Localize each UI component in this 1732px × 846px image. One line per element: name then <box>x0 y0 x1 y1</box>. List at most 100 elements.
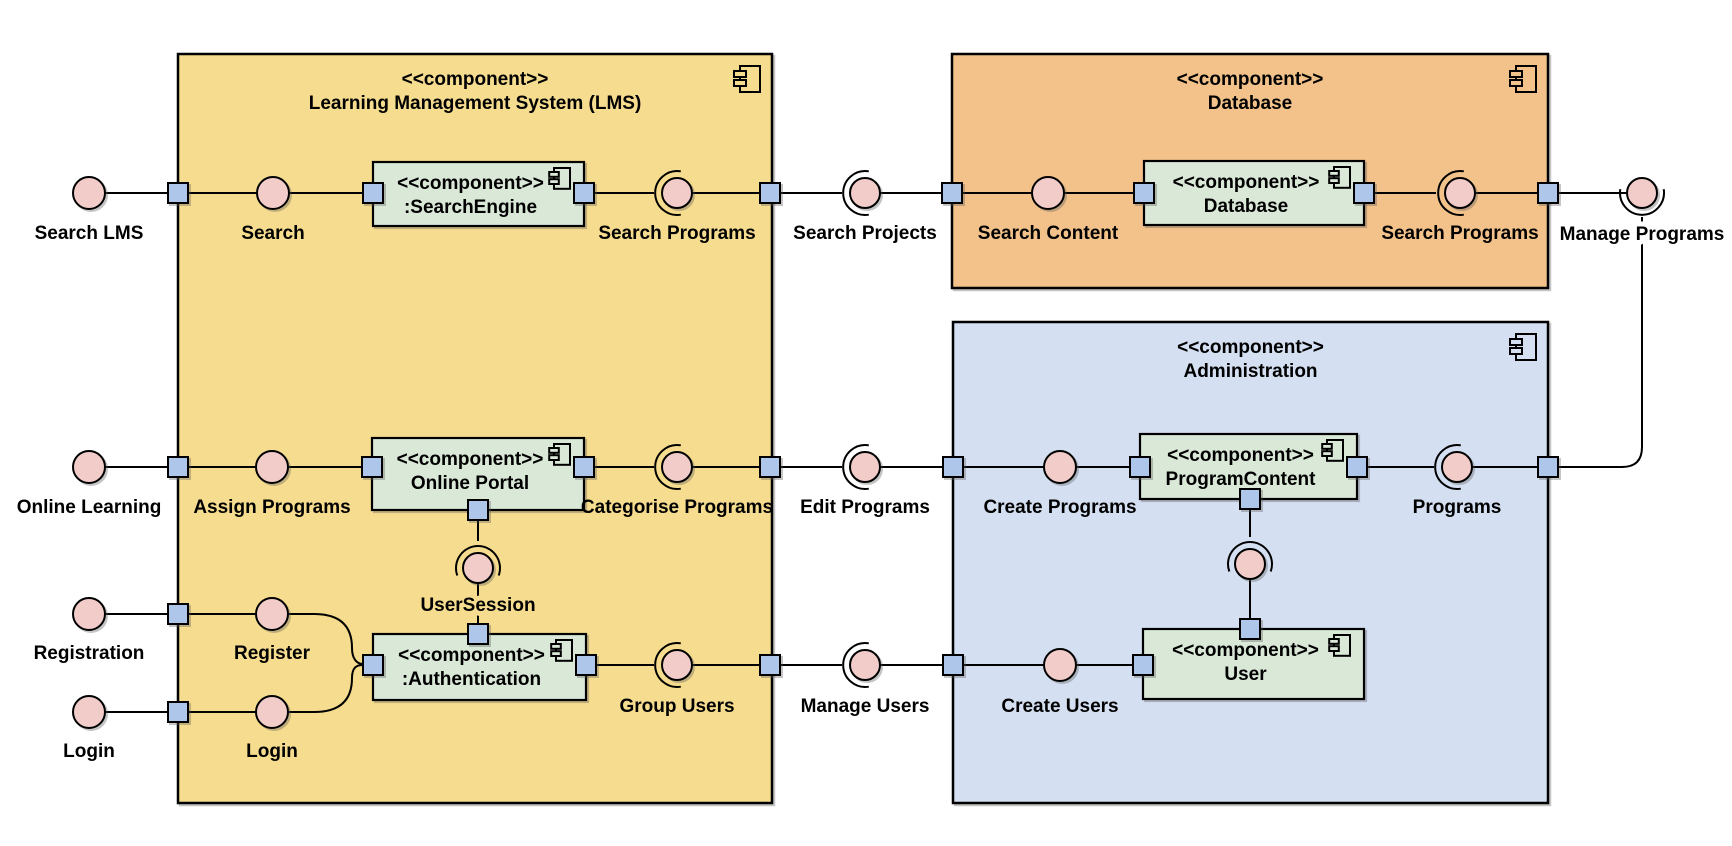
label-search-projects: Search Projects <box>793 223 937 244</box>
container-lms-stereotype: <<component>> <box>402 69 549 90</box>
component-search-engine: <<component>>:SearchEngine <box>371 160 586 228</box>
container-administration-stereotype: <<component>> <box>1177 337 1324 358</box>
port-database-component-right <box>1353 182 1375 204</box>
label-programs: Programs <box>1413 497 1502 518</box>
component-icon <box>548 167 571 190</box>
component-program-content-stereotype: <<component>> <box>1167 445 1314 466</box>
provided-interface-ball-icon <box>72 695 106 729</box>
required-interface-socket-icon <box>842 170 869 216</box>
component-icon <box>548 443 571 466</box>
interface-online-learning: Online Learning <box>17 450 162 518</box>
required-interface-socket-icon <box>1227 541 1273 572</box>
interface-create-users: Create Users <box>1001 648 1119 717</box>
label-search: Search <box>241 223 304 244</box>
required-interface-socket-icon <box>654 444 681 490</box>
interface-search-lms: Search LMS <box>35 176 144 244</box>
interface-program-user-interface <box>1227 541 1273 580</box>
provided-interface-ball-icon <box>1043 648 1077 682</box>
provided-interface-ball-icon <box>849 451 881 483</box>
required-interface-socket-icon <box>455 545 501 576</box>
required-interface-socket-icon <box>1619 189 1665 216</box>
container-administration-name: Administration <box>1183 361 1317 382</box>
components-layer: <<component>>:SearchEngine<<component>>O… <box>370 159 1366 702</box>
provided-interface-ball-icon <box>72 176 106 210</box>
port-online-portal-right <box>573 456 595 478</box>
provided-interface-ball-icon <box>661 451 693 483</box>
interface-search: Search <box>241 176 305 244</box>
component-online-portal: <<component>>Online Portal <box>370 436 586 512</box>
container-database-stereotype: <<component>> <box>1177 69 1324 90</box>
port-administration-right <box>1537 456 1559 478</box>
port-authentication-top <box>467 623 489 645</box>
provided-interface-ball-icon <box>255 695 289 729</box>
provided-interface-ball-icon <box>256 176 290 210</box>
connector <box>288 613 364 665</box>
label-search-lms: Search LMS <box>35 223 144 244</box>
port-search-engine-left <box>362 182 384 204</box>
port-online-portal-bottom <box>467 499 489 521</box>
component-icon <box>550 639 573 662</box>
component-user: <<component>>User <box>1141 627 1366 701</box>
interface-create-programs: Create Programs <box>983 450 1137 518</box>
port-user-top <box>1239 618 1261 640</box>
interface-registration: Registration <box>34 597 145 664</box>
port-administration-left-programs <box>942 456 964 478</box>
component-online-portal-name: Online Portal <box>411 473 529 494</box>
label-edit-programs: Edit Programs <box>800 497 930 518</box>
component-user-stereotype: <<component>> <box>1172 640 1319 661</box>
label-login-inner: Login <box>246 741 298 762</box>
connector <box>1558 217 1643 468</box>
component-icon <box>733 65 761 93</box>
container-lms-name: Learning Management System (LMS) <box>309 93 642 114</box>
provided-interface-ball-icon <box>661 177 693 209</box>
port-administration-left-users <box>942 654 964 676</box>
port-database-left <box>941 182 963 204</box>
component-search-engine-stereotype: <<component>> <box>397 173 544 194</box>
required-interface-socket-icon <box>1434 444 1461 490</box>
provided-interface-ball-icon <box>849 649 881 681</box>
port-lms-left-registration <box>167 603 189 625</box>
required-interface-socket-icon <box>654 170 681 216</box>
label-group-users: Group Users <box>619 696 734 717</box>
required-interface-socket-icon <box>654 642 681 688</box>
component-icon <box>1328 634 1351 657</box>
provided-interface-ball-icon <box>1031 176 1065 210</box>
required-interface-socket-icon <box>1437 170 1464 216</box>
port-program-content-right <box>1346 456 1368 478</box>
label-manage-programs: Manage Programs <box>1560 224 1725 245</box>
container-database-name: Database <box>1208 93 1293 114</box>
port-lms-right-search <box>759 182 781 204</box>
provided-interface-ball-icon <box>462 552 494 584</box>
label-registration: Registration <box>34 643 145 664</box>
component-database-component: <<component>>Database <box>1142 159 1366 227</box>
port-authentication-left <box>362 654 384 676</box>
provided-interface-ball-icon <box>1444 177 1476 209</box>
port-lms-left-login <box>167 701 189 723</box>
component-program-content-name: ProgramContent <box>1166 469 1317 490</box>
interface-edit-programs: Edit Programs <box>800 444 930 518</box>
label-register: Register <box>234 643 311 664</box>
interface-register: Register <box>234 597 311 664</box>
interface-login-inner: Login <box>246 695 298 762</box>
interfaces-layer: Search LMS Search Search Programs Search Pr… <box>17 170 1729 762</box>
component-icon <box>1509 333 1537 361</box>
component-icon <box>1321 439 1344 462</box>
interface-search-projects: Search Projects <box>793 170 937 244</box>
interface-assign-programs: Assign Programs <box>193 450 351 518</box>
label-search-programs-db: Search Programs <box>1381 223 1538 244</box>
component-icon <box>1328 166 1351 189</box>
label-online-learning: Online Learning <box>17 497 162 518</box>
provided-interface-ball-icon <box>1441 451 1473 483</box>
component-database-component-box <box>1142 159 1366 227</box>
component-authentication: <<component>>:Authentication <box>371 632 588 702</box>
connectors-layer <box>105 192 1643 713</box>
component-database-component-stereotype: <<component>> <box>1173 172 1320 193</box>
port-lms-left-search <box>167 182 189 204</box>
port-user-left <box>1132 654 1154 676</box>
provided-interface-ball-icon <box>849 177 881 209</box>
port-lms-right-users <box>759 654 781 676</box>
interface-search-content: Search Content <box>978 176 1119 244</box>
label-user-session: UserSession <box>420 595 535 616</box>
